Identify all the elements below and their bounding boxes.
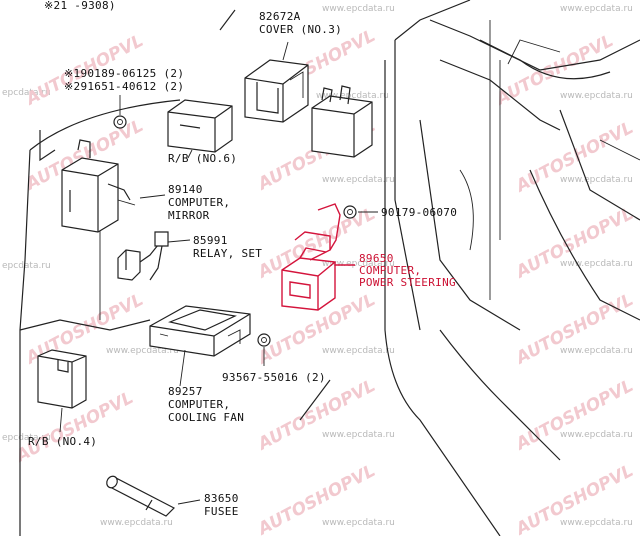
part-number: 83650 bbox=[204, 492, 239, 505]
part-name: COVER (NO.3) bbox=[259, 23, 342, 36]
part-name: COOLING FAN bbox=[168, 411, 244, 424]
watermark-site: www.epcdata.ru bbox=[322, 4, 395, 14]
watermark-site: epcdata.ru bbox=[2, 433, 51, 443]
watermark-site: www.epcdata.ru bbox=[322, 175, 395, 185]
rb4-leader-line bbox=[59, 407, 63, 433]
watermark-site: www.epcdata.ru bbox=[322, 259, 395, 269]
watermark-shop: AUTOSHOPVL bbox=[511, 290, 637, 369]
watermark-site: www.epcdata.ru bbox=[322, 430, 395, 440]
part-number: 90179-06070 bbox=[381, 206, 457, 219]
part-number: 93567-55016 (2) bbox=[222, 371, 326, 384]
cooling-fan-computer-part[interactable] bbox=[149, 305, 251, 357]
part-name: COMPUTER, bbox=[168, 398, 230, 411]
watermark-site: www.epcdata.ru bbox=[560, 91, 633, 101]
relay-set-part[interactable] bbox=[117, 231, 169, 281]
bolt-part[interactable] bbox=[113, 115, 127, 129]
rb-no4-part[interactable] bbox=[37, 349, 87, 409]
screw-part[interactable] bbox=[257, 333, 271, 347]
watermark-shop: AUTOSHOPVL bbox=[511, 204, 637, 283]
rb6-leader-line bbox=[187, 149, 193, 159]
part-labels: 82672A COVER (NO.3) ※190189-06125 (2) ※2… bbox=[28, 10, 457, 518]
watermark-site: www.epcdata.ru bbox=[100, 518, 173, 528]
part-name: MIRROR bbox=[168, 209, 210, 222]
relay-block-part[interactable] bbox=[311, 85, 373, 158]
watermark-shop: AUTOSHOPVL bbox=[511, 118, 637, 197]
watermark-site: epcdata.ru bbox=[2, 261, 51, 271]
cover-leader-line bbox=[282, 41, 289, 61]
watermark-site: www.epcdata.ru bbox=[106, 346, 179, 356]
part-name: ※291651-40612 (2) bbox=[64, 80, 184, 93]
watermark-site: epcdata.ru bbox=[2, 88, 51, 98]
part-number: 85991 bbox=[193, 234, 228, 247]
part-name: RELAY, SET bbox=[193, 247, 262, 260]
header-fragment: ※21 -9308) bbox=[44, 0, 116, 12]
rb-no6-part[interactable] bbox=[167, 99, 233, 153]
part-number-highlighted: 89650 bbox=[359, 252, 394, 265]
fusee-leader-line bbox=[177, 499, 201, 505]
watermark-site: www.epcdata.ru bbox=[316, 91, 389, 101]
part-number: 89257 bbox=[168, 385, 203, 398]
watermark-site: www.epcdata.ru bbox=[560, 430, 633, 440]
watermark-site: www.epcdata.ru bbox=[560, 4, 633, 14]
cooling-fan-leader-line bbox=[179, 349, 186, 387]
part-number: 89140 bbox=[168, 183, 203, 196]
part-name: FUSEE bbox=[204, 505, 239, 518]
part-name: COMPUTER, bbox=[168, 196, 230, 209]
left-panel-outline bbox=[19, 9, 331, 536]
power-steering-computer-part[interactable] bbox=[281, 203, 341, 311]
nut-part[interactable] bbox=[343, 205, 357, 219]
relay-set-leader-line bbox=[167, 239, 191, 243]
mirror-computer-part[interactable] bbox=[61, 139, 136, 233]
part-name-highlighted: POWER STEERING bbox=[359, 276, 456, 289]
watermark-site: www.epcdata.ru bbox=[322, 346, 395, 356]
fusee-part[interactable] bbox=[105, 474, 176, 517]
part-name: R/B (NO.4) bbox=[28, 435, 97, 448]
part-name: ※190189-06125 (2) bbox=[64, 67, 184, 80]
watermark-site: www.epcdata.ru bbox=[322, 518, 395, 528]
part-number: 82672A bbox=[259, 10, 301, 23]
watermark-site: www.epcdata.ru bbox=[560, 346, 633, 356]
watermark-shop: AUTOSHOPVL bbox=[511, 376, 637, 455]
watermark-site: www.epcdata.ru bbox=[560, 175, 633, 185]
body-outline bbox=[384, 0, 640, 537]
cover-no3-part[interactable] bbox=[244, 59, 309, 123]
watermark-site: www.epcdata.ru bbox=[560, 518, 633, 528]
watermark-shop: AUTOSHOPVL bbox=[253, 290, 379, 369]
part-name: R/B (NO.6) bbox=[168, 152, 237, 165]
watermark-shop: AUTOSHOPVL bbox=[253, 376, 379, 455]
watermark-site: www.epcdata.ru bbox=[560, 259, 633, 269]
mirror-leader-line bbox=[139, 194, 166, 199]
part-name-highlighted: COMPUTER, bbox=[359, 264, 421, 277]
